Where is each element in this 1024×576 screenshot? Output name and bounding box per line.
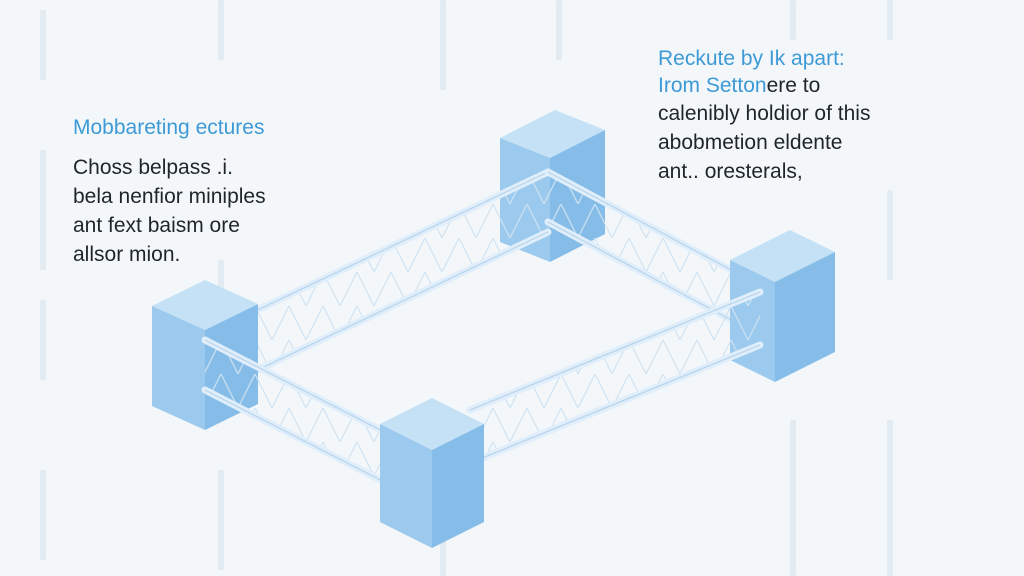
right-text-line: ant.. oresterals, — [658, 160, 803, 183]
left-annotation: Mobbareting ectures Choss belpass .i. be… — [73, 114, 373, 269]
background-guide-line — [887, 0, 893, 576]
right-heading-accent: Irom Setton — [658, 74, 767, 97]
right-annotation: Reckute by Ik apart: Irom Settonere to c… — [658, 45, 998, 186]
left-heading: Mobbareting ectures — [73, 116, 265, 139]
background-guide-line — [40, 0, 46, 576]
left-text-line: allsor mion. — [73, 243, 181, 266]
right-text-line: calenibly holdior of this — [658, 102, 871, 125]
corner-block-icon — [380, 398, 484, 548]
background-guide-line — [218, 0, 224, 576]
right-heading-suffix: ere to — [766, 74, 821, 97]
right-text-line: abobmetion eldente — [658, 131, 843, 154]
left-text-line: bela nenfior miniples — [73, 185, 266, 208]
background-guide-line — [556, 0, 562, 576]
background-guide-line — [790, 0, 796, 576]
truss-beam-icon — [201, 336, 404, 494]
right-heading-line2: Irom Settonere to — [658, 72, 998, 99]
left-text-line: ant fext baism ore — [73, 214, 240, 237]
truss-beam-icon — [466, 288, 764, 467]
right-heading: Reckute by Ik apart: — [658, 47, 845, 70]
left-text-line: Choss belpass .i. — [73, 156, 233, 179]
